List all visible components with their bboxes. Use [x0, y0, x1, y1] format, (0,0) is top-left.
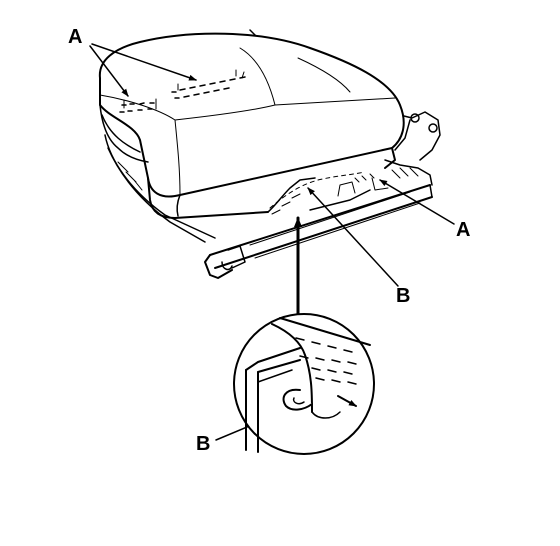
detail-view [233, 313, 375, 455]
seat-cushion [98, 32, 405, 219]
label-a-right: A [456, 219, 470, 241]
label-a-top: A [68, 26, 82, 48]
seat-rail [204, 177, 433, 279]
label-b-right: B [396, 285, 410, 307]
rear-hook-seam [267, 171, 375, 215]
label-b-detail: B [196, 433, 210, 455]
stitch-marks-top [119, 69, 246, 113]
